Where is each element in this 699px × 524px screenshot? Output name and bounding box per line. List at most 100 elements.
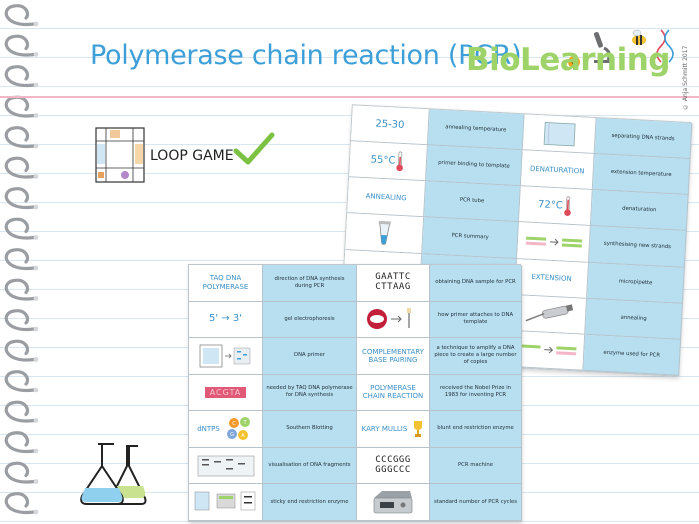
flasks-icon xyxy=(80,443,147,505)
card-definition: extension temperature xyxy=(592,154,691,196)
gel-electrophoresis-icon xyxy=(189,338,263,375)
logo-illustration-icon xyxy=(568,29,674,68)
spiral-ring xyxy=(4,461,36,484)
spiral-ring xyxy=(4,248,36,271)
card-definition: direction of DNA synthesis during PCR xyxy=(263,265,357,302)
spiral-binding xyxy=(4,4,39,515)
card-term-text: 55°C xyxy=(370,154,396,167)
binding-hole xyxy=(33,326,39,332)
card-definition: received the Nobel Prize in 1983 for inv… xyxy=(430,374,522,412)
trophy-icon xyxy=(414,421,423,438)
checkmark-icon xyxy=(233,132,275,165)
card-definition: how primer attaches to DNA template xyxy=(430,301,522,339)
svg-text:T: T xyxy=(242,420,247,426)
card-definition: visualisation of DNA fragments xyxy=(263,447,357,485)
card-definition: needed by TAQ DNA polymerase for DNA syn… xyxy=(263,374,357,412)
spiral-ring xyxy=(4,187,36,210)
sequence-line: CTTAAG xyxy=(375,281,411,292)
card-term-text: dNTPS xyxy=(197,424,220,433)
binding-hole xyxy=(33,21,39,27)
card-term: DENATURATION xyxy=(520,150,595,191)
card-definition: annealing xyxy=(585,298,683,340)
spiral-ring xyxy=(4,65,36,88)
card-definition: PCR machine xyxy=(430,447,522,485)
pipette-icon xyxy=(513,294,588,335)
binding-hole xyxy=(33,448,39,454)
card-definition: standard number of PCR cycles xyxy=(430,484,522,521)
card-term: COMPLEMENTARY BASE PAIRING xyxy=(357,338,430,375)
card-definition: blunt end restriction enzyme xyxy=(430,411,522,448)
svg-text:G: G xyxy=(230,432,234,438)
logo-text: BioLearning xyxy=(466,42,671,78)
binding-hole xyxy=(33,174,39,179)
binding-hole xyxy=(33,265,39,271)
binding-hole xyxy=(33,204,39,210)
card-definition: DNA primer xyxy=(263,338,357,375)
binding-hole xyxy=(33,113,39,118)
spiral-ring xyxy=(4,126,36,149)
pcr-machine-icon xyxy=(357,484,430,521)
nucleotide-bubbles-icon: C T G A xyxy=(226,417,250,441)
card-term: 5' → 3' xyxy=(189,301,263,339)
svg-text:C: C xyxy=(232,421,236,427)
loop-card-front: TAQ DNA POLYMERASE direction of DNA synt… xyxy=(188,264,522,522)
card-term: 55°C xyxy=(349,141,428,182)
binding-hole xyxy=(33,387,39,393)
spiral-ring xyxy=(4,492,36,515)
spiral-ring xyxy=(4,156,36,179)
card-term-text: 72°C xyxy=(537,199,564,212)
card-term: 25-30 xyxy=(350,105,430,146)
loop-card-back: 25-30 annealing temperature separating D… xyxy=(338,104,693,377)
page-title: Polymerase chain reaction (PCR) xyxy=(90,40,522,71)
card-definition: annealing temperature xyxy=(427,109,525,151)
tube-icon xyxy=(345,213,425,254)
mouth-swab-icon xyxy=(357,301,430,339)
card-term: POLYMERASE CHAIN REACTION xyxy=(357,374,430,412)
spiral-ring xyxy=(4,370,36,393)
biolearning-logo: BioLearning xyxy=(466,28,676,88)
spiral-ring xyxy=(4,34,36,57)
gel-bands-icon xyxy=(189,447,263,485)
spiral-ring xyxy=(4,309,36,332)
svg-text:A: A xyxy=(241,433,245,439)
card-term: TAQ DNA POLYMERASE xyxy=(189,265,263,302)
thermometer-icon xyxy=(396,151,404,171)
strands-arrow-icon xyxy=(511,330,586,371)
card-definition: Southern Blotting xyxy=(263,411,357,448)
binding-hole xyxy=(33,296,39,301)
southern-blot-icon xyxy=(189,484,263,521)
spiral-ring xyxy=(4,217,36,240)
sequence-line: GGGCCC xyxy=(375,464,411,475)
spiral-ring xyxy=(4,278,36,301)
binding-hole xyxy=(33,479,39,484)
binding-hole xyxy=(33,509,39,515)
binding-hole xyxy=(33,235,39,240)
binding-hole xyxy=(33,143,39,149)
card-term-text: KARY MULLIS xyxy=(361,424,408,433)
spiral-ring xyxy=(4,4,36,27)
primer-text: ACGTA xyxy=(204,386,247,399)
card-term: KARY MULLIS xyxy=(357,411,430,448)
card-definition: enzyme used for PCR xyxy=(583,334,682,376)
sequence-line: GAATTC xyxy=(375,272,411,283)
card-definition: gel electrophoresis xyxy=(263,301,357,339)
card-definition: PCR summary xyxy=(422,217,519,259)
spiral-ring xyxy=(4,339,36,362)
card-definition: synthesising new strands xyxy=(588,226,687,268)
loop-card-icon xyxy=(95,127,145,183)
card-term: ANNEALING xyxy=(347,177,426,218)
copyright-note: © Anja Schmitt 2017 xyxy=(682,45,689,110)
spiral-ring xyxy=(4,400,36,423)
card-definition: primer binding to template xyxy=(425,145,523,187)
binding-hole xyxy=(33,52,39,57)
spiral-ring xyxy=(4,95,36,118)
sequence-line: CCCGGG xyxy=(375,455,411,466)
card-definition: micropipette xyxy=(587,262,685,304)
binding-hole xyxy=(33,82,39,88)
card-definition: sticky end restriction enzyme xyxy=(263,484,357,521)
card-definition: separating DNA strands xyxy=(594,118,693,160)
binding-hole xyxy=(33,418,39,423)
thermometer-icon xyxy=(564,196,571,216)
